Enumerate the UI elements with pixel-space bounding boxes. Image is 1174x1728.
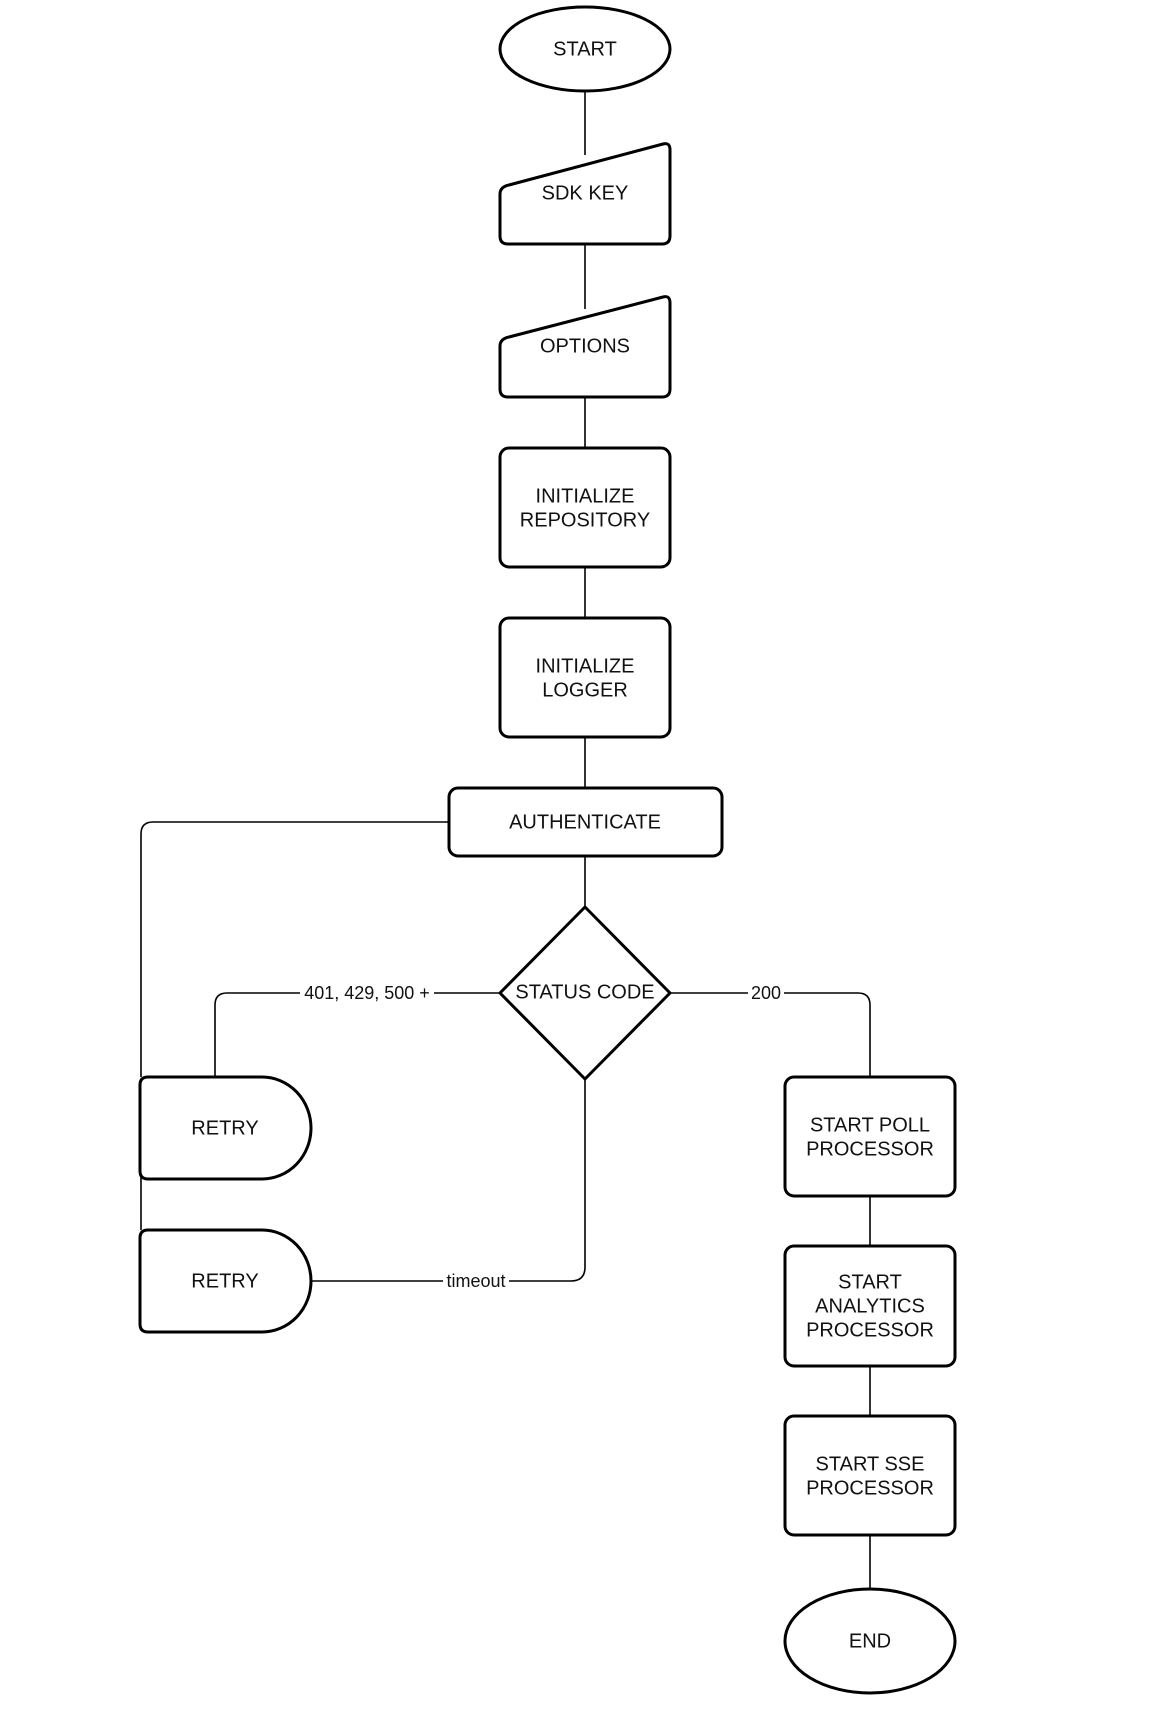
status-code-node: STATUS CODE: [498, 905, 672, 1081]
start-node-shape: [498, 5, 672, 93]
edge-label-success: 200: [751, 983, 781, 1003]
connector-authenticate-retry-loop: [140, 821, 449, 1077]
options-node-label: OPTIONS: [540, 335, 630, 357]
start-sse-processor-label-line2: PROCESSOR: [806, 1477, 934, 1499]
sdk-key-node-label: SDK KEY: [542, 182, 629, 204]
start-sse-processor-node-shape: [783, 1414, 957, 1537]
connectors: [140, 92, 871, 1589]
connector-status-timeout-retry: [312, 1079, 586, 1282]
edge-label-error-codes: 401, 429, 500 +: [304, 983, 430, 1003]
initialize-repository-node-shape: [498, 446, 672, 569]
start-poll-processor-label-line2: PROCESSOR: [806, 1138, 934, 1160]
start-node: START: [498, 5, 672, 93]
start-analytics-processor-label-line1: START: [838, 1271, 902, 1293]
edge-label-timeout: timeout: [446, 1271, 505, 1291]
start-analytics-processor-label-line3: PROCESSOR: [806, 1319, 934, 1341]
edge-label-timeout-bg: [443, 1269, 509, 1293]
options-node: OPTIONS: [498, 295, 672, 399]
connector-status-error-retry: [214, 992, 500, 1077]
initialize-logger-label-line1: INITIALIZE: [536, 655, 635, 677]
authenticate-node-label: AUTHENTICATE: [509, 811, 661, 833]
initialize-repository-label-line2: REPOSITORY: [520, 509, 650, 531]
connector-status-success-poll: [670, 992, 871, 1077]
status-code-node-shape: [498, 905, 672, 1081]
initialize-logger-node: INITIALIZE LOGGER: [498, 616, 672, 739]
sdk-key-node: SDK KEY: [498, 142, 672, 246]
edge-label-success-bg: [748, 981, 784, 1005]
start-analytics-processor-node: START ANALYTICS PROCESSOR: [783, 1244, 957, 1368]
retry-upper-node-label: RETRY: [191, 1117, 258, 1139]
edge-label-error-codes-bg: [300, 981, 434, 1005]
start-analytics-processor-label-line2: ANALYTICS: [815, 1295, 925, 1317]
authenticate-node: AUTHENTICATE: [447, 786, 724, 858]
retry-lower-node-shape: [138, 1228, 313, 1334]
start-poll-processor-label-line1: START POLL: [810, 1114, 930, 1136]
sdk-key-node-shape: [498, 142, 672, 246]
initialize-logger-label-line2: LOGGER: [542, 679, 628, 701]
end-node: END: [783, 1587, 957, 1695]
retry-upper-node-shape: [138, 1075, 313, 1181]
edge-labels: 401, 429, 500 + 200 timeout: [300, 981, 784, 1293]
initialize-repository-label-line1: INITIALIZE: [536, 485, 635, 507]
retry-lower-node-label: RETRY: [191, 1270, 258, 1292]
authenticate-node-shape: [447, 786, 724, 858]
start-analytics-processor-node-shape: [783, 1244, 957, 1368]
initialize-logger-node-shape: [498, 616, 672, 739]
start-node-label: START: [553, 38, 617, 60]
start-poll-processor-node: START POLL PROCESSOR: [783, 1075, 957, 1198]
end-node-shape: [783, 1587, 957, 1695]
options-node-shape: [498, 295, 672, 399]
initialize-repository-node: INITIALIZE REPOSITORY: [498, 446, 672, 569]
start-sse-processor-label-line1: START SSE: [816, 1453, 925, 1475]
end-node-label: END: [849, 1630, 891, 1652]
start-sse-processor-node: START SSE PROCESSOR: [783, 1414, 957, 1537]
retry-lower-node: RETRY: [138, 1228, 313, 1334]
status-code-node-label: STATUS CODE: [515, 981, 654, 1003]
retry-upper-node: RETRY: [138, 1075, 313, 1181]
start-poll-processor-node-shape: [783, 1075, 957, 1198]
